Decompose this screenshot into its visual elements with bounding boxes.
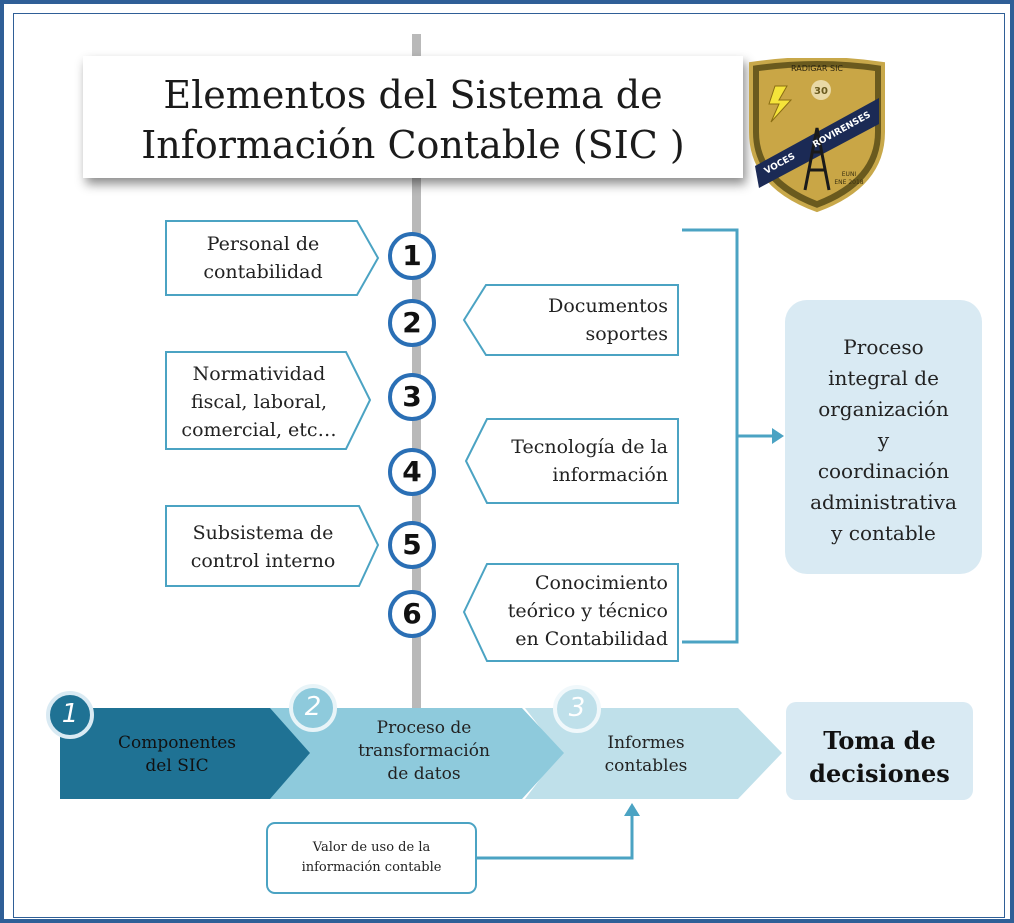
element-number-1: 1 (388, 232, 436, 280)
step-number-3: 3 (568, 693, 586, 723)
step-number-2: 2 (304, 692, 322, 722)
callout-shape-1 (165, 220, 380, 296)
element-label-4: Tecnología de la información (511, 436, 668, 486)
title-line-1: Elementos del Sistema de (163, 73, 663, 117)
decision-box: Toma de decisiones (786, 702, 973, 800)
callout-shape-5 (165, 505, 380, 587)
element-number-5: 5 (388, 521, 436, 569)
element-label-1: Personal de contabilidad (203, 233, 323, 283)
logo-top-text: RADIGAR SIC (791, 64, 843, 73)
step-circle-3 (553, 685, 601, 733)
value-box: Valor de uso de la información contable (266, 822, 477, 894)
step-number-1: 1 (61, 699, 79, 729)
element-label-6: Conocimiento teórico y técnico en Contab… (507, 572, 668, 650)
element-label-5: Subsistema de control interno (190, 522, 336, 572)
bracket-arrow-head (772, 428, 784, 444)
value-text: Valor de uso de la información contable (301, 840, 442, 875)
step-label-2: Proceso de transformación de datos (358, 718, 490, 784)
badge-icon (811, 80, 831, 100)
step-shape-3 (525, 708, 782, 799)
step-label-3: Informes contables (604, 733, 688, 776)
value-connector-arrow (624, 803, 640, 816)
element-number-6: 6 (388, 590, 436, 638)
step-shape-1 (60, 708, 310, 799)
step-shape-2 (268, 708, 564, 799)
element-number-2: 2 (388, 299, 436, 347)
title-box: Elementos del Sistema de Información Con… (83, 56, 743, 178)
element-number-3: 3 (388, 373, 436, 421)
tower-icon (803, 127, 831, 191)
step-label-1: Componentes del SIC (117, 733, 237, 776)
title-line-2: Información Contable (SIC ) (141, 123, 685, 167)
process-text: Proceso integral de organización y coord… (810, 335, 957, 545)
logo-bottom-line-1: EUNI (842, 171, 857, 178)
decision-text: Toma de decisiones (809, 726, 950, 788)
bracket-line (682, 228, 739, 644)
callout-shape-6 (462, 563, 679, 662)
radigar-shield-logo: RADIGAR SIC 30 VOCES ROVIRENSES EUNI ENE… (749, 58, 885, 213)
process-box: Proceso integral de organización y coord… (785, 300, 982, 574)
step-circle-2 (289, 684, 337, 732)
callout-shape-3 (165, 351, 372, 450)
inner-border (13, 13, 1005, 918)
value-connector-line (477, 814, 634, 860)
element-label-2: Documentos soportes (548, 295, 668, 345)
shield-band (755, 98, 879, 188)
vertical-spine (412, 34, 421, 709)
element-number-4: 4 (388, 448, 436, 496)
lightning-icon (768, 85, 793, 123)
logo-badge-text: 30 (814, 86, 828, 97)
callout-shape-2 (462, 284, 679, 356)
logo-bottom-line-2: ENE 2018 (834, 179, 863, 186)
element-label-3: Normatividad fiscal, laboral, comercial,… (181, 363, 337, 441)
page-title: Elementos del Sistema de Información Con… (83, 70, 743, 170)
step-circle-1 (46, 691, 94, 739)
callout-shape-4 (464, 418, 679, 504)
